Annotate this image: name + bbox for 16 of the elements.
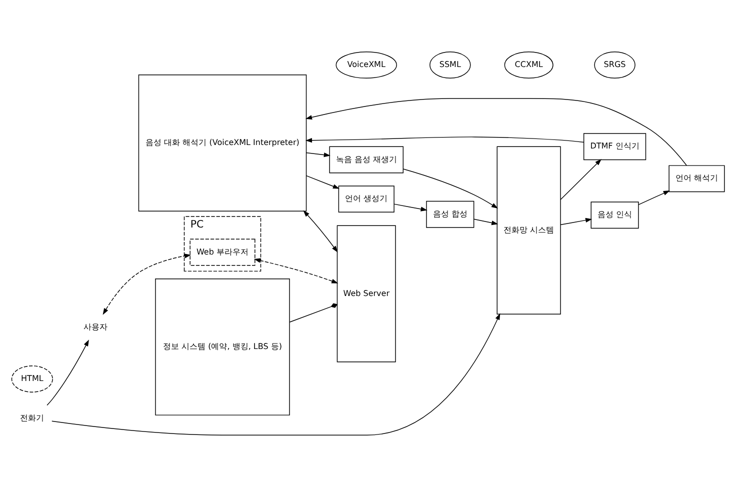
arrow [254, 258, 338, 284]
arrow [638, 190, 670, 206]
arrow [560, 218, 592, 226]
arrow [46, 340, 89, 406]
arrow [306, 175, 340, 189]
arrow [473, 218, 498, 226]
arrow [102, 254, 192, 315]
arrow [306, 152, 330, 158]
arrow [305, 98, 687, 166]
arrow [303, 210, 338, 252]
arrow [560, 159, 602, 200]
arrow [402, 168, 498, 209]
arrow [305, 136, 584, 143]
arrow [52, 313, 500, 436]
arrow [394, 204, 428, 212]
connector [289, 303, 338, 322]
